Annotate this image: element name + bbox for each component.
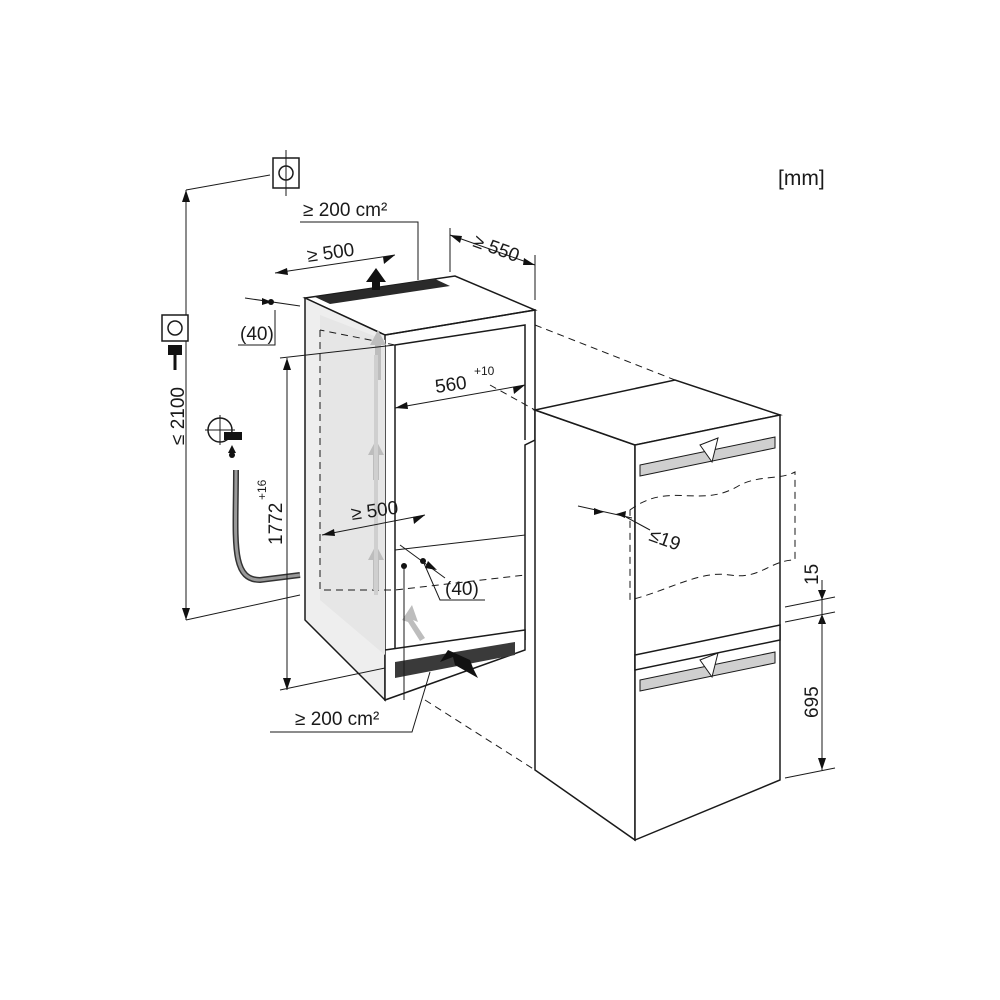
label-niche-width: 560 [434,373,468,398]
dim-lower-door: 695 [784,614,836,779]
dim-total-height: ≤ 2100 [168,174,301,621]
water-tap-icon [205,415,301,584]
label-lower-door: 695 [802,686,823,718]
niche-cabinet [302,268,538,702]
label-total-height: ≤ 2100 [168,387,189,445]
dim-top-offset: (40) [238,297,301,346]
dim-niche-height: 1772 +16 [255,344,396,691]
label-door-offset: 15 [802,564,823,585]
top-vent-slot [315,279,450,304]
label-niche-width-tol: +10 [474,364,495,378]
label-niche-height: 1772 [266,503,287,545]
label-niche-height-tol: +16 [255,479,269,500]
extractor-icon [272,150,300,196]
dim-door-offset: 15 [784,564,836,640]
label-top-vent: ≥ 200 cm² [303,200,387,221]
upper-hinge-bar [639,436,776,477]
label-top-offset: (40) [240,324,274,345]
label-niche-depth: ≥ 550 [470,231,522,267]
lower-hinge-bar [639,651,776,692]
power-socket-icon [161,314,189,342]
appliance-fridge [424,324,796,842]
unit-label: [mm] [778,167,825,190]
dim-niche-width: 560 +10 [394,364,526,409]
dim-top-depth: ≥ 500 [274,240,396,275]
dim-bottom-vent: ≥ 200 cm² [270,671,431,733]
plug-icon [168,345,182,370]
label-bottom-offset: (40) [445,579,479,600]
label-bottom-vent: ≥ 200 cm² [295,709,379,730]
dim-top-vent: ≥ 200 cm² [300,200,419,280]
exhaust-arrow [366,268,386,290]
dim-bottom-offset: (40) [399,544,485,700]
label-top-depth: ≥ 500 [306,240,356,267]
intake-arrow [440,650,478,678]
airflow-arrows [368,330,425,641]
